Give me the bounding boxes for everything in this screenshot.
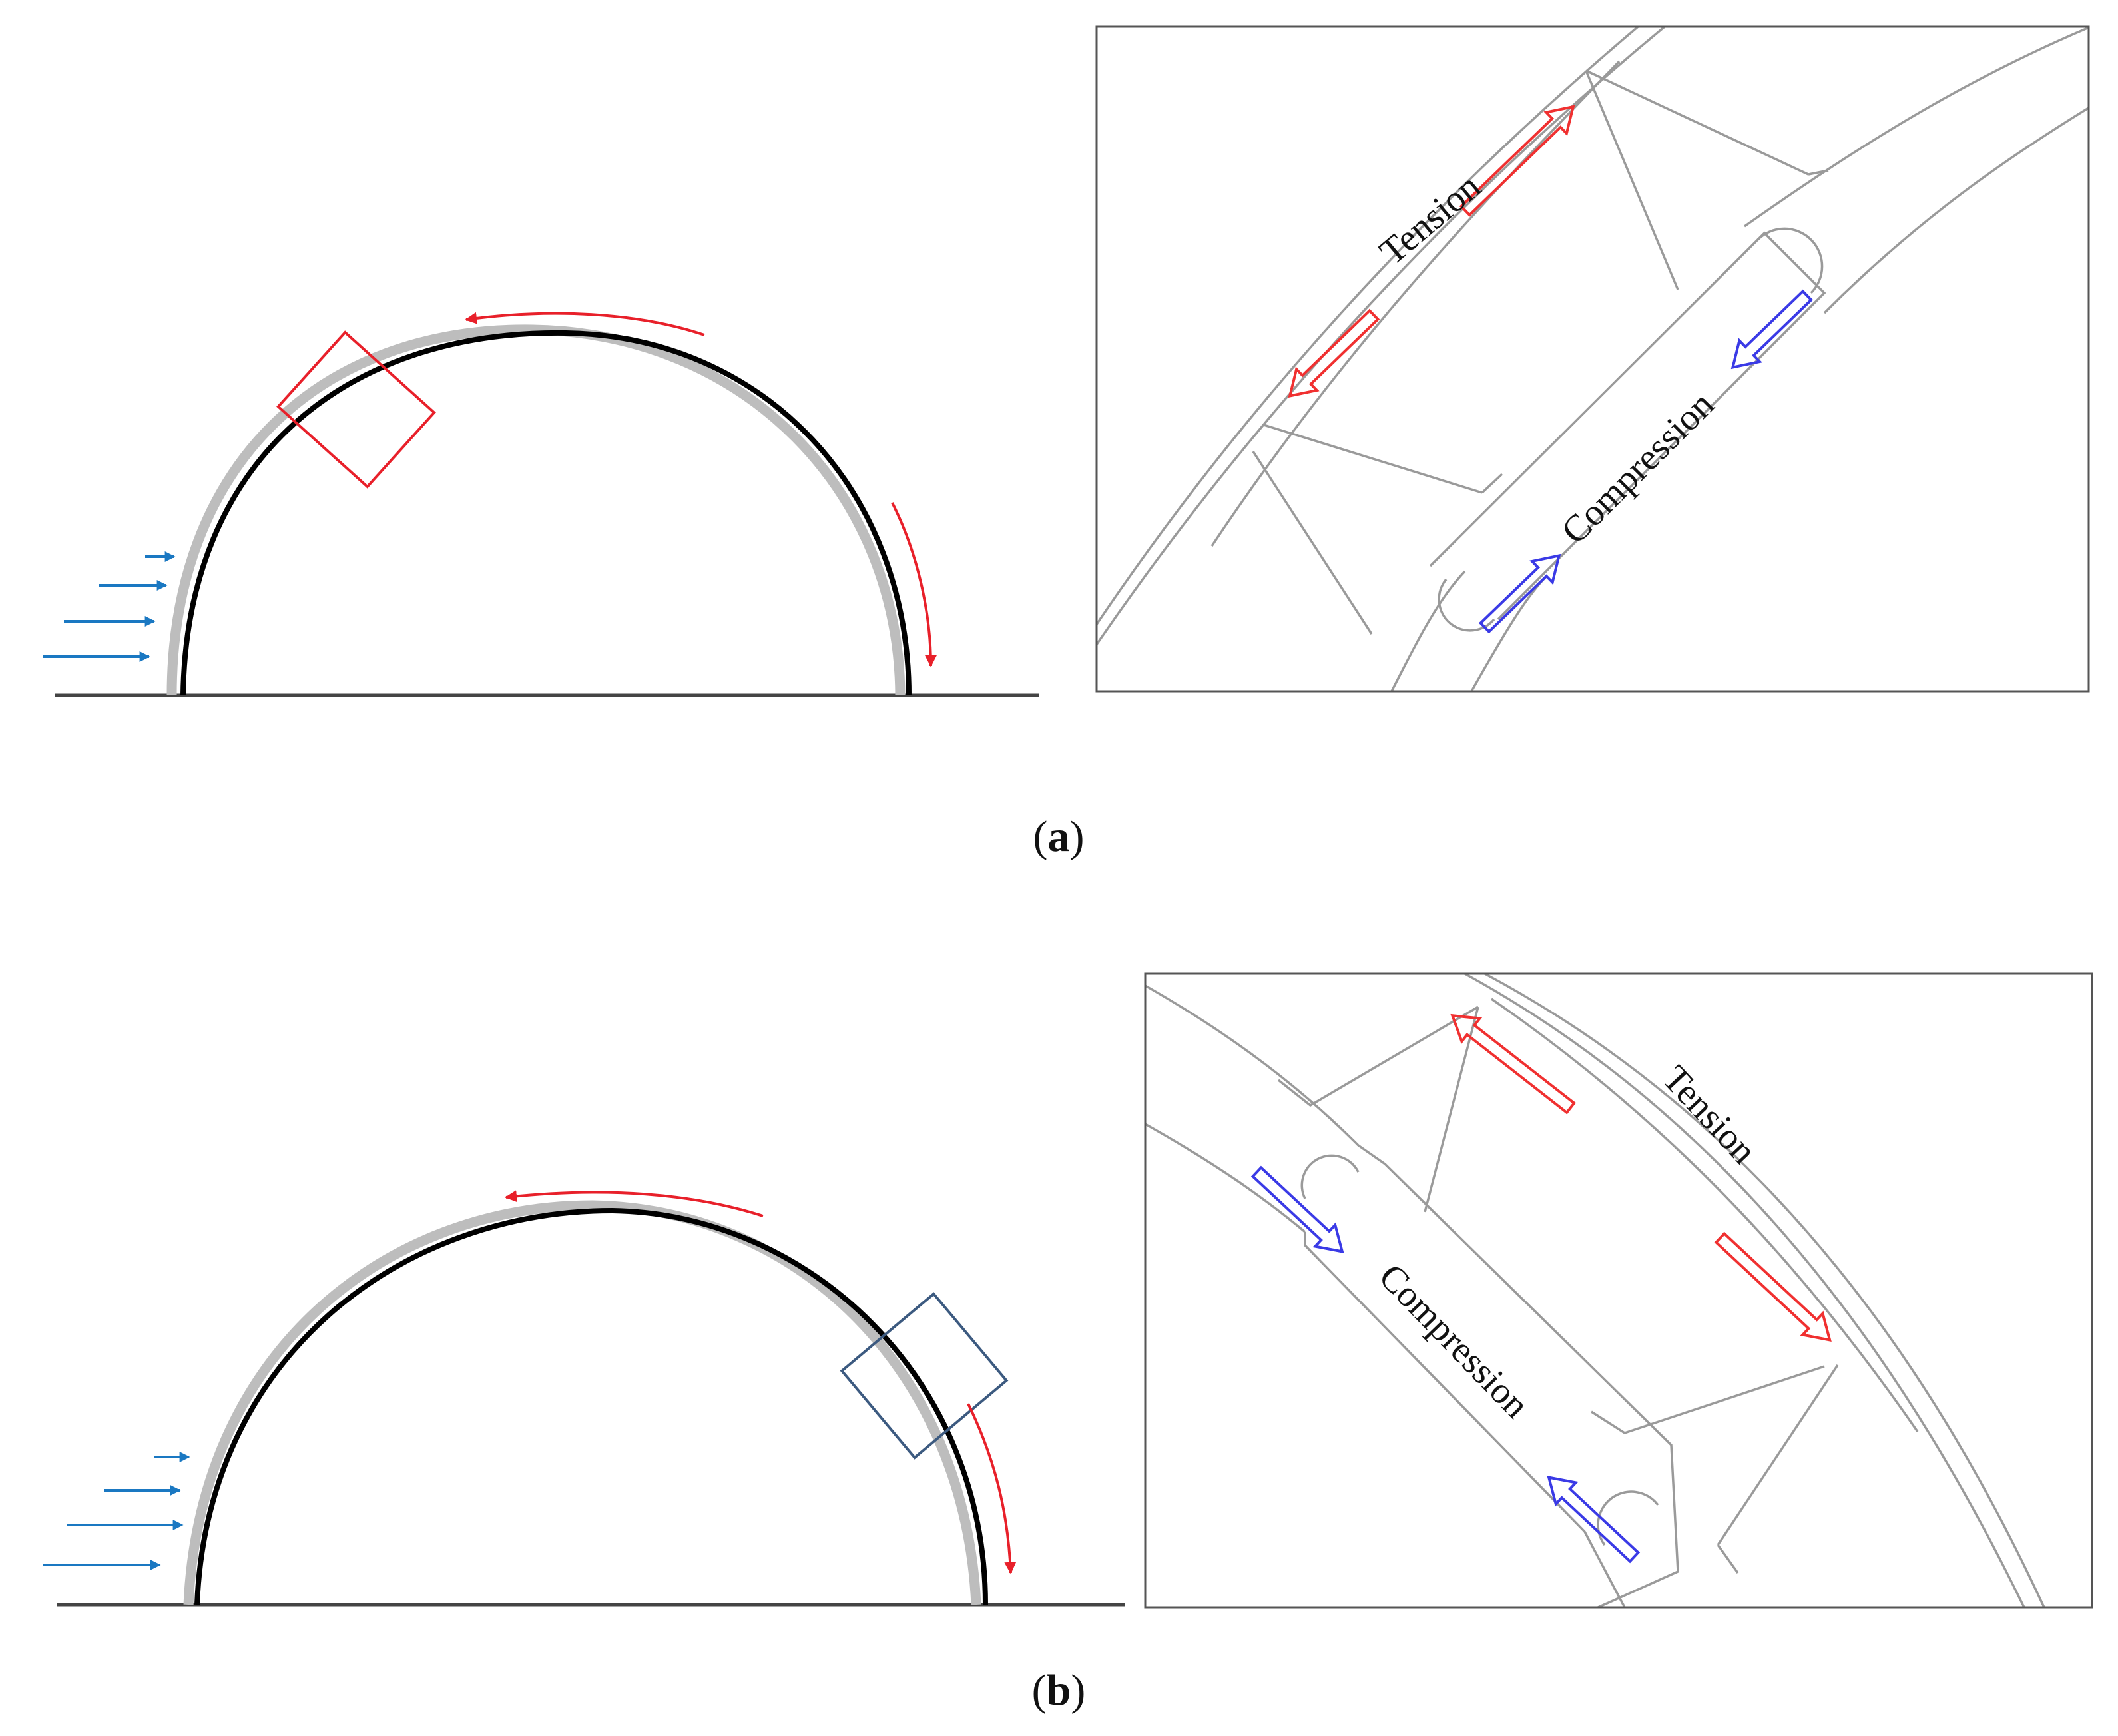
arch xyxy=(194,1207,988,1605)
detail-panel-a: Tension Compression xyxy=(1095,25,2090,693)
compression-label: Compression xyxy=(1371,1256,1537,1426)
panel-b: Tension Compression (b) xyxy=(43,972,2093,1715)
compression-label: Compression xyxy=(1553,384,1722,552)
beam-lower-right xyxy=(1823,106,2089,314)
panel-a: Tension Compression (a) xyxy=(43,25,2090,861)
wind-arrows xyxy=(43,1452,190,1570)
truss-lower xyxy=(1252,451,1373,635)
skin-band-line xyxy=(1210,60,1621,547)
truss-upper xyxy=(1277,1006,1479,1107)
beam-segment xyxy=(1429,231,1826,621)
beam-upper-edge xyxy=(1390,570,1466,691)
truss-upper xyxy=(1808,169,1829,176)
detail-frame xyxy=(1144,972,2093,1609)
hinge-upper xyxy=(1300,1154,1360,1199)
truss-lower xyxy=(1717,1364,1839,1546)
tension-arrows xyxy=(1450,1013,1832,1342)
truss-upper xyxy=(1585,70,1679,290)
deformed-arch xyxy=(183,1200,981,1605)
compression-arrow-icon xyxy=(1478,553,1561,634)
wind-arrows xyxy=(43,551,176,662)
rotation-arrow-right xyxy=(891,502,937,667)
caption-letter: a xyxy=(1048,812,1070,861)
tension-arrow-icon xyxy=(1450,1013,1577,1115)
compression-arrows xyxy=(1478,289,1814,634)
outer-skin-line xyxy=(1097,27,1666,647)
rotation-arrow-top xyxy=(505,1190,764,1217)
caption-a: (a) xyxy=(1033,812,1085,861)
hinge-upper xyxy=(1756,227,1824,294)
truss-lower xyxy=(1717,1544,1739,1574)
tension-arrow-icon xyxy=(1714,1231,1832,1342)
hinge-lower xyxy=(1597,1490,1659,1546)
tension-arrows xyxy=(1288,105,1575,398)
truss-lower xyxy=(1263,424,1483,494)
outer-skin-line xyxy=(1464,974,2025,1607)
compression-arrow-icon xyxy=(1250,1165,1344,1253)
compression-arrows xyxy=(1250,1165,1641,1564)
arch xyxy=(180,330,912,696)
beam-lower-edge xyxy=(1145,1123,1306,1233)
deformed-arch xyxy=(166,324,906,696)
detail-frame xyxy=(1095,25,2090,693)
truss-lower xyxy=(1481,473,1503,494)
rotation-arrow-right xyxy=(967,1403,1017,1574)
beam-segment xyxy=(1304,1232,1626,1607)
truss-upper xyxy=(1585,69,1809,176)
skin-band-line xyxy=(1491,998,1919,1432)
highlight-box xyxy=(840,1292,1009,1460)
detail-panel-b: Tension Compression xyxy=(1144,972,2093,1609)
compression-arrow-icon xyxy=(1547,1476,1641,1564)
outer-skin-line xyxy=(1484,974,2045,1607)
rotation-arrow-top xyxy=(465,312,705,336)
truss-upper xyxy=(1424,1006,1479,1213)
tension-arrow-icon xyxy=(1288,308,1380,398)
compression-arrow-icon xyxy=(1730,289,1814,370)
outer-skin-line xyxy=(1097,27,1639,627)
beam-segment xyxy=(1357,1144,1679,1607)
caption-letter: b xyxy=(1047,1666,1071,1715)
beam-upper-right xyxy=(1743,27,2089,228)
beam-upper-edge xyxy=(1145,984,1360,1147)
truss-lower xyxy=(1591,1365,1825,1434)
highlight-box xyxy=(276,330,436,489)
caption-b: (b) xyxy=(1032,1666,1086,1715)
hinge-lower xyxy=(1438,578,1495,632)
tension-arrow-icon xyxy=(1459,105,1575,217)
